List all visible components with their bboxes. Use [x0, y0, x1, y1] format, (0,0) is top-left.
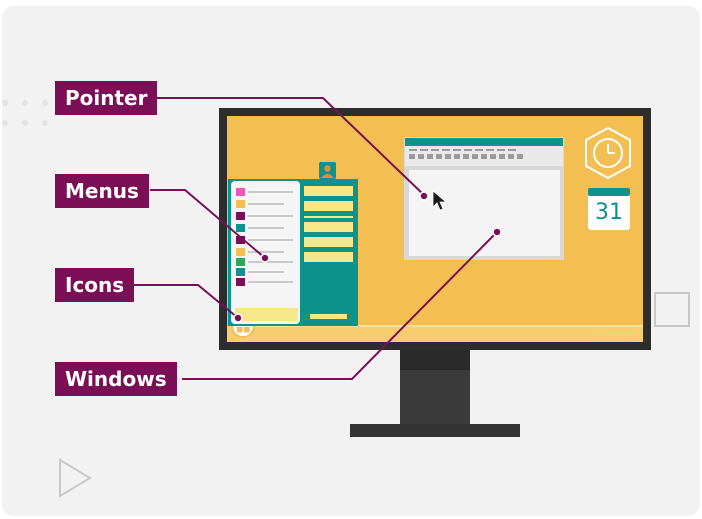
clock-icon[interactable]	[585, 126, 631, 180]
callout-windows: Windows	[55, 362, 177, 396]
tray-item-2	[604, 331, 636, 338]
callout-endpoints	[233, 191, 502, 323]
monitor-base	[350, 424, 520, 437]
play-icon	[59, 458, 92, 498]
application-window[interactable]	[404, 137, 564, 260]
callout-pointer: Pointer	[55, 81, 158, 115]
window-content	[409, 170, 560, 256]
window-titlebar[interactable]	[405, 138, 563, 146]
square-outline-icon	[654, 292, 690, 327]
mouse-pointer-icon	[432, 190, 448, 211]
user-avatar-icon[interactable]	[319, 162, 336, 179]
taskbar	[227, 325, 643, 342]
callout-menus: Menus	[55, 174, 149, 208]
decorative-dots	[2, 100, 48, 126]
tray-item-1	[594, 331, 602, 338]
menu-tiles	[304, 186, 353, 319]
callout-icons: Icons	[55, 268, 135, 302]
start-menu-search[interactable]	[235, 308, 298, 321]
start-menu[interactable]	[228, 179, 358, 326]
callout-connectors	[133, 97, 498, 380]
window-menu-items	[409, 149, 523, 159]
calendar-icon[interactable]	[588, 188, 630, 230]
calendar-day: 31	[595, 200, 623, 225]
monitor-stand-shadow	[400, 350, 470, 370]
menu-items	[236, 188, 293, 286]
